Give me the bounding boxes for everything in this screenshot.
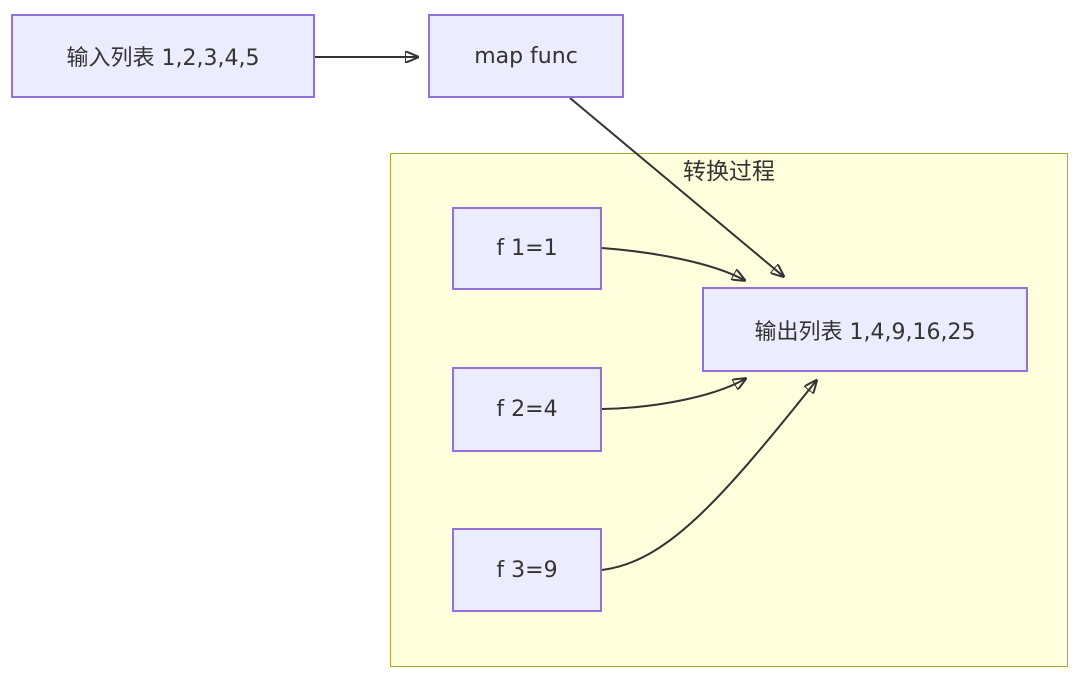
cluster-title: 转换过程 [683, 159, 775, 185]
node-output-list: 输出列表 1,4,9,16,25 [702, 287, 1028, 372]
node-f3: f 3=9 [452, 528, 602, 612]
node-input-list: 输入列表 1,2,3,4,5 [11, 14, 315, 98]
node-map-func: map func [428, 14, 624, 98]
node-f1: f 1=1 [452, 207, 602, 290]
node-f2: f 2=4 [452, 367, 602, 452]
